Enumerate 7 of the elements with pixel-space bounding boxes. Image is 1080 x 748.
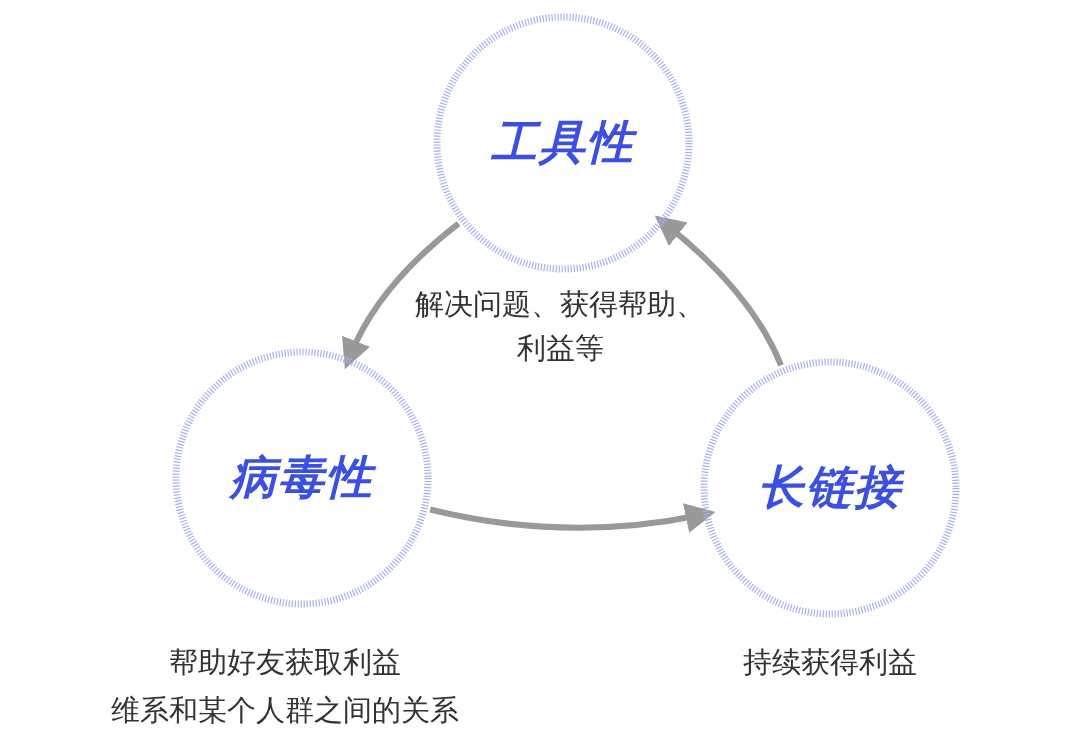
description-text: 持续获得利益 <box>742 644 918 681</box>
description-text: 帮助好友获取利益 <box>168 644 402 681</box>
description-text: 解决问题、获得帮助、利益等 <box>414 286 706 367</box>
curved-arrow <box>429 503 716 533</box>
description-text: 维系和某个人群之间的关系 <box>110 692 460 729</box>
curved-arrow <box>342 221 461 369</box>
curved-arrow <box>654 215 784 367</box>
